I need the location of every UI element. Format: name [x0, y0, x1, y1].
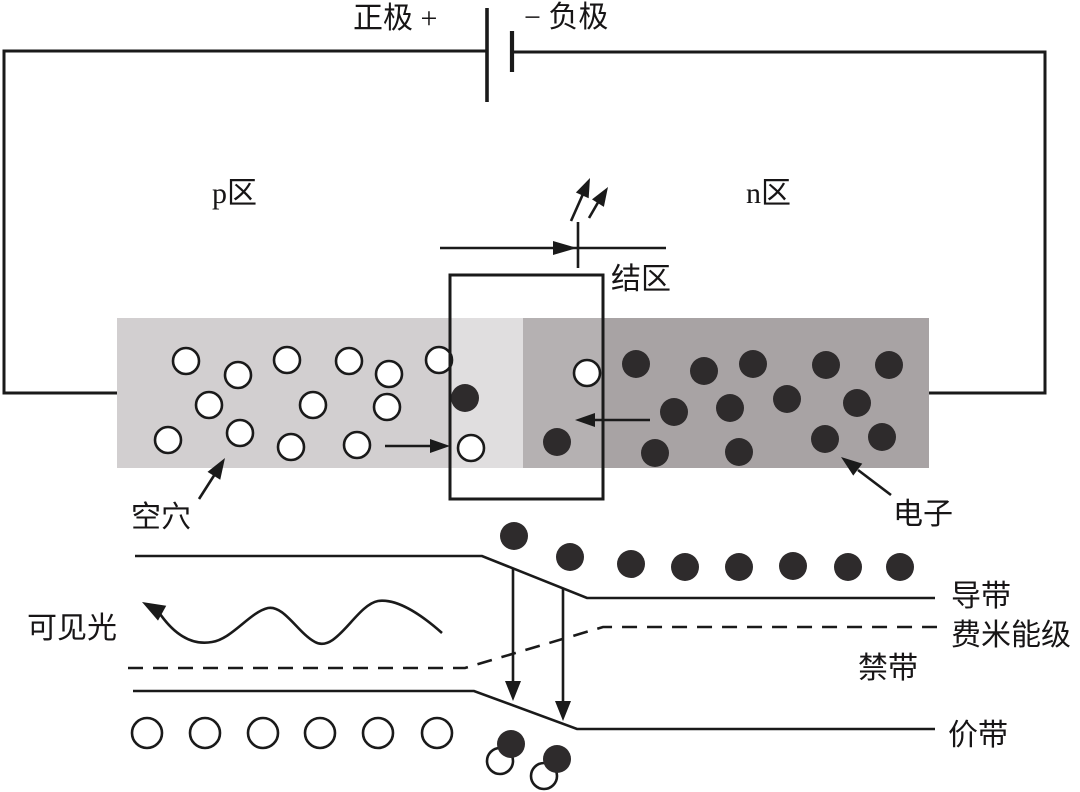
battery-negative-label: − 负极 [524, 1, 608, 34]
forbidden-band-label: 禁带 [858, 652, 918, 685]
holes-callout-arrowhead-icon [207, 458, 225, 480]
conduction-band-line [135, 554, 935, 600]
p-region-label: p区 [212, 177, 257, 210]
junction-label: 结区 [611, 263, 671, 296]
junction-electrons [451, 384, 571, 456]
electron-dot [868, 423, 896, 451]
light-emission-arrowhead-2-icon [591, 187, 608, 207]
light-emission-arrowhead-1-icon [575, 178, 590, 199]
hole-circle [456, 433, 486, 463]
electron-dot [843, 389, 871, 417]
electron-dot [875, 351, 903, 379]
electron-dot [543, 745, 571, 773]
hole-circle [361, 716, 395, 750]
hole-circle [188, 716, 222, 750]
junction-dimension-arrowhead-icon [553, 241, 577, 255]
light-emission-arrow-1 [569, 193, 585, 222]
hole-circle [572, 358, 602, 388]
electron-dot [811, 425, 839, 453]
n-region-label: n区 [746, 177, 791, 210]
hole-circle [223, 360, 253, 390]
n-region-electrons [622, 350, 903, 467]
hole-drift-arrowhead-icon [430, 439, 450, 453]
junction-holes [456, 358, 602, 463]
hole-circle [298, 390, 328, 420]
electron-dot [451, 384, 479, 412]
valence-band-holes [130, 716, 454, 750]
holes-label: 空穴 [131, 501, 191, 534]
circuit-wire-right [512, 50, 1047, 395]
electron-dot [725, 438, 753, 466]
electrons-callout-arrow [857, 468, 892, 497]
hole-circle [303, 716, 337, 750]
fermi-level-label: 费米能级 [951, 619, 1071, 652]
electron-drift-arrowhead-icon [575, 413, 595, 427]
electron-dot [622, 350, 650, 378]
electron-dot [834, 553, 862, 581]
photon-arrowhead-icon [142, 602, 167, 621]
electron-dot [556, 543, 584, 571]
conduction-band-label: 导带 [951, 580, 1011, 613]
circuit-wire-left [2, 49, 487, 395]
hole-circle [342, 430, 372, 460]
conduction-band-electrons [500, 522, 914, 581]
transition-arrowhead-2-icon [555, 701, 571, 721]
hole-circle [374, 359, 404, 389]
p-region-holes [153, 345, 454, 462]
hole-circle [130, 716, 164, 750]
fermi-level-line [128, 625, 937, 670]
recombination-pairs [485, 730, 571, 791]
electron-dot [739, 350, 767, 378]
electron-dot [543, 428, 571, 456]
electron-dot [500, 522, 528, 550]
battery-positive-label: 正极 + [353, 2, 437, 35]
junction-box-outline [448, 273, 605, 501]
transition-arrowhead-1-icon [505, 681, 521, 701]
visible-light-label: 可见光 [27, 612, 117, 645]
hole-circle [171, 346, 201, 376]
hole-circle [153, 425, 183, 455]
electrons-callout-arrowhead-icon [841, 457, 863, 476]
electron-dot [690, 357, 718, 385]
hole-circle [334, 346, 364, 376]
electron-dot [779, 552, 807, 580]
hole-circle [272, 345, 302, 375]
hole-circle [194, 390, 224, 420]
electron-dot [773, 385, 801, 413]
hole-circle [276, 432, 306, 462]
electron-dot [725, 553, 753, 581]
electron-dot [617, 550, 645, 578]
valence-band-label: 价带 [948, 719, 1008, 752]
hole-circle [225, 418, 255, 448]
electron-dot [660, 398, 688, 426]
hole-circle [372, 392, 402, 422]
electron-dot [671, 553, 699, 581]
electron-dot [886, 553, 914, 581]
electron-dot [716, 394, 744, 422]
electron-dot [497, 730, 525, 758]
hole-circle [424, 345, 454, 375]
electron-dot [641, 439, 669, 467]
electron-dot [812, 351, 840, 379]
hole-circle [420, 716, 454, 750]
photon-wave [156, 599, 443, 646]
holes-callout-arrow [197, 473, 217, 500]
electrons-label: 电子 [893, 498, 953, 531]
valence-band-line [133, 689, 935, 731]
hole-circle [246, 716, 280, 750]
